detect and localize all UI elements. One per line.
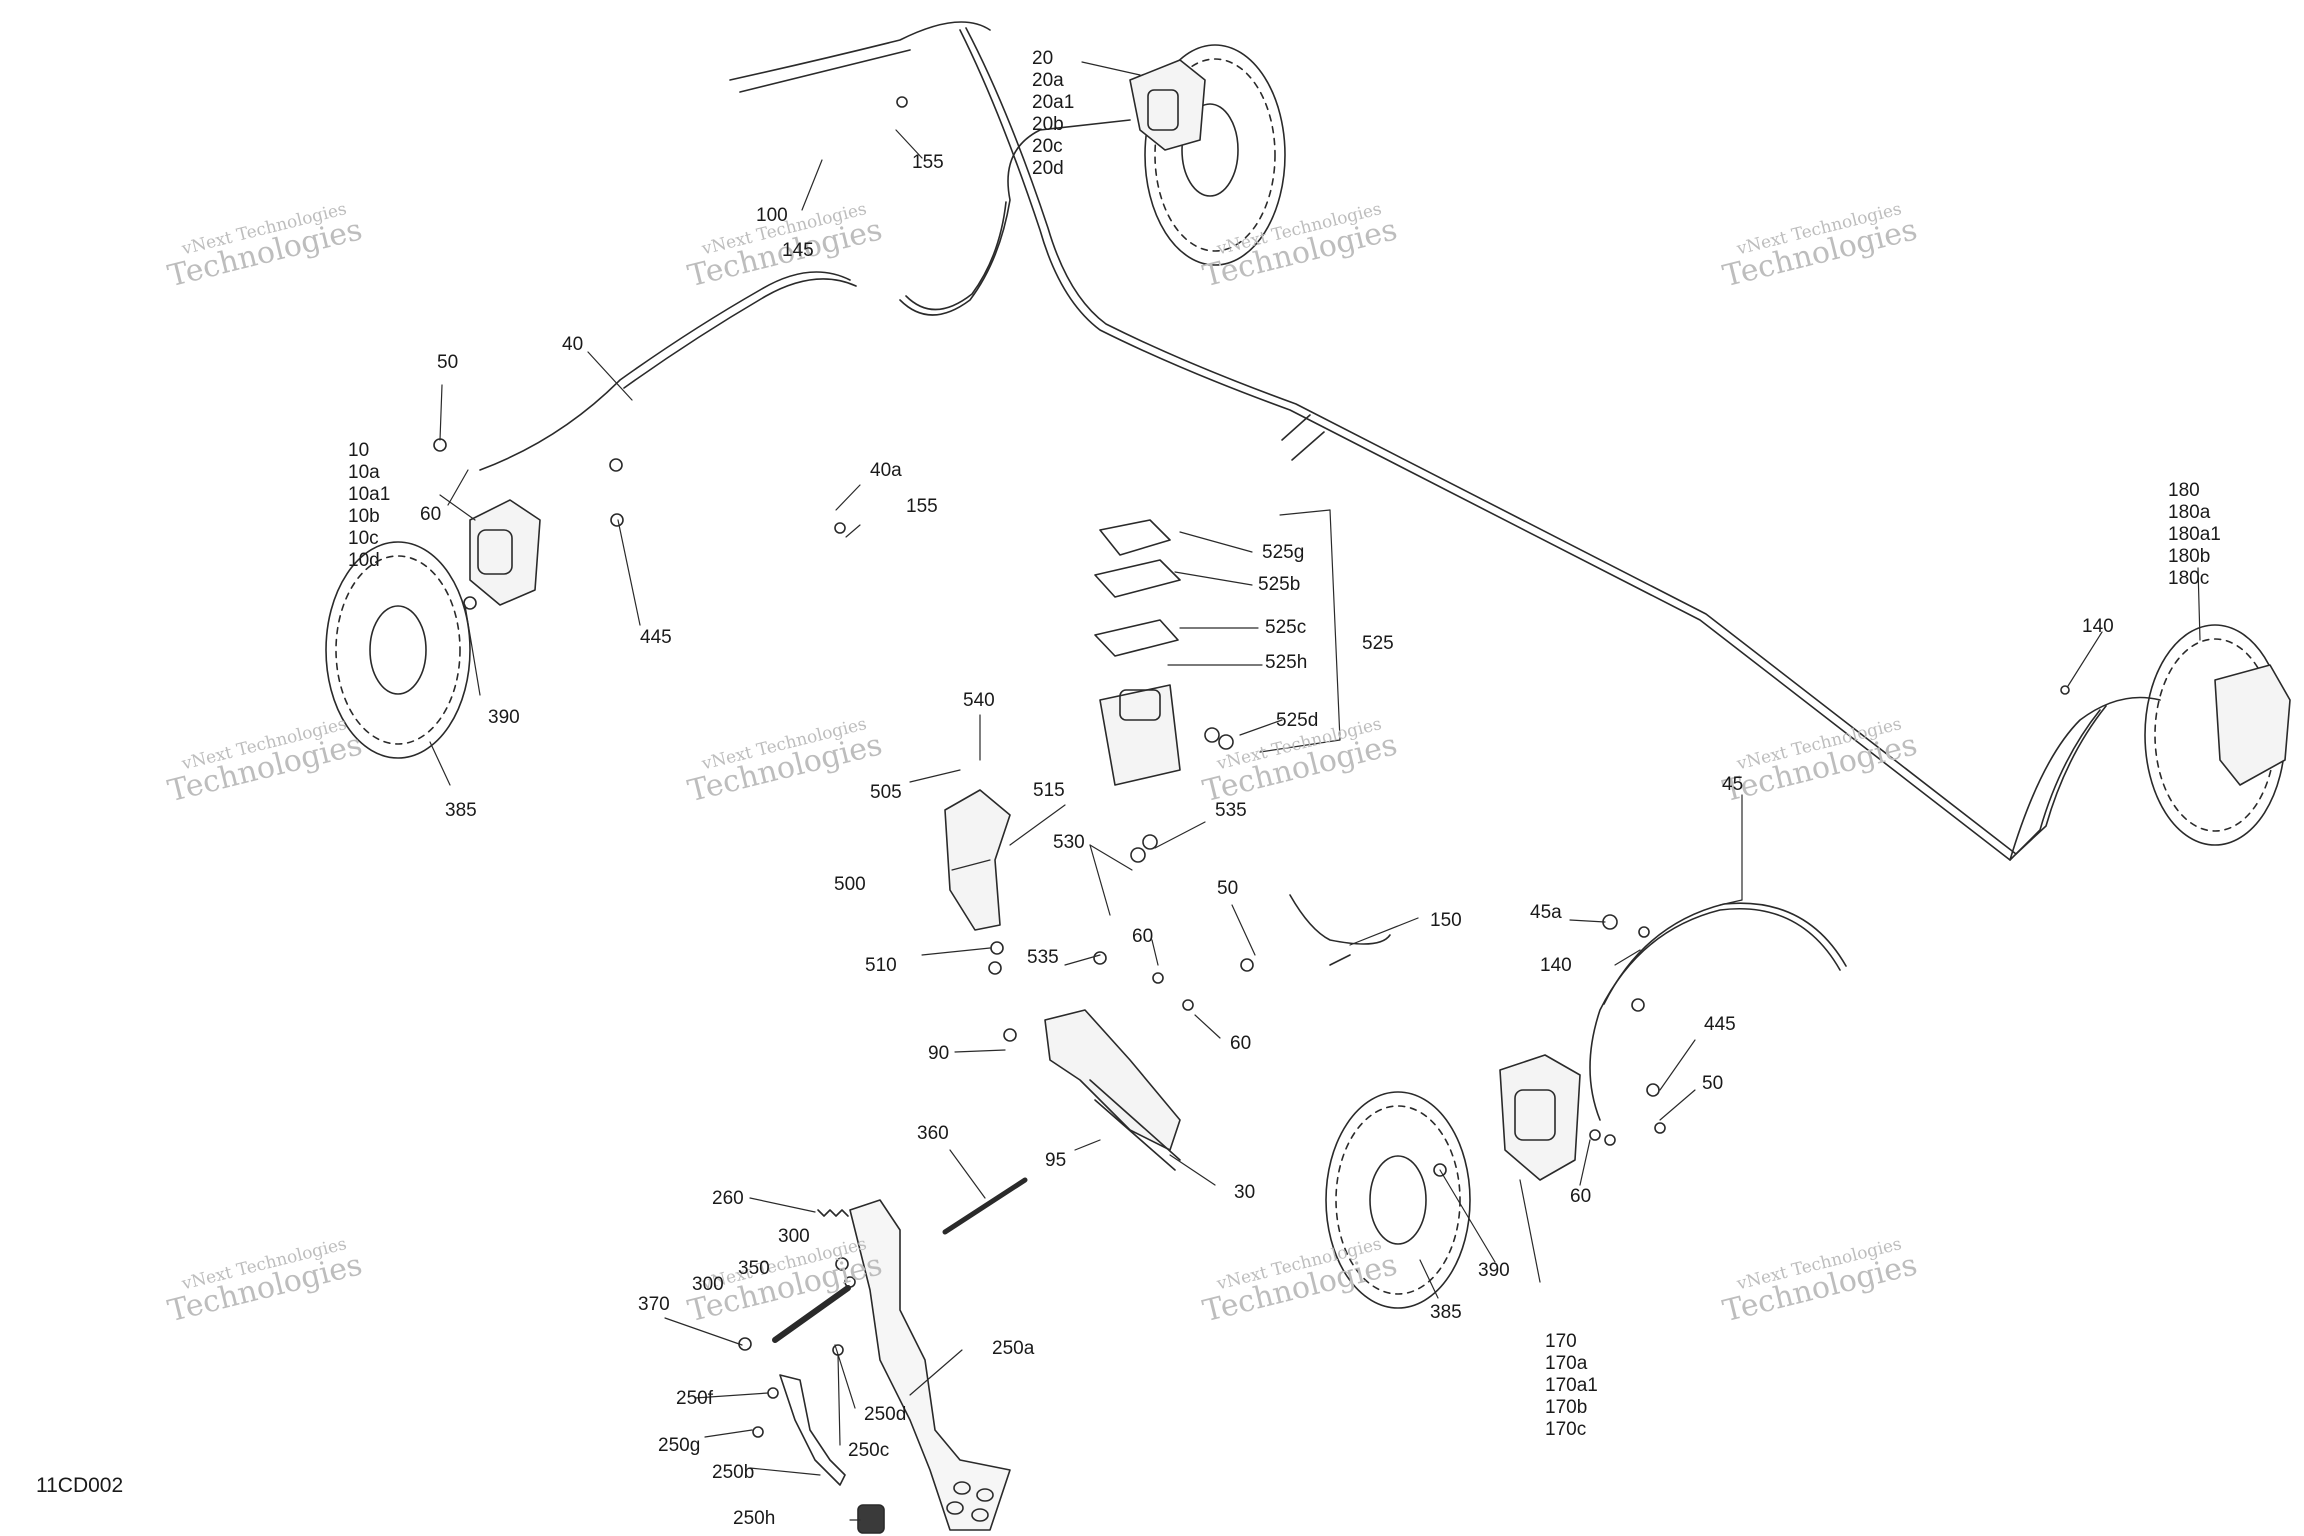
part-label: 40 (562, 334, 584, 355)
rear-right-hose (2009, 696, 2161, 861)
leader-lines (429, 61, 2201, 1521)
part-label: 90 (928, 1043, 950, 1064)
front-left-caliper (469, 499, 541, 606)
part-label: 50 (437, 352, 459, 373)
part-label: 30 (1234, 1182, 1256, 1203)
part-label: 60 (1230, 1033, 1252, 1054)
front-left-rotor (325, 541, 471, 759)
part-label: 535 (1027, 947, 1059, 968)
part-label: 445 (640, 627, 672, 648)
part-label: 95 (1045, 1150, 1067, 1171)
part-label: 45a (1530, 902, 1562, 923)
part-label: 390 (1478, 1260, 1510, 1281)
part-label: 60 (1570, 1186, 1592, 1207)
part-label: 250a (992, 1338, 1035, 1359)
part-label: 515 (1033, 780, 1065, 801)
part-label: 155 (906, 496, 938, 517)
rear-right-caliper (2214, 664, 2291, 786)
part-label: 250f (676, 1388, 713, 1409)
brake-pedal (849, 1199, 1011, 1531)
part-label: 525 (1362, 633, 1394, 654)
pedal-arm (779, 1374, 846, 1486)
part-label: 155 (912, 152, 944, 173)
part-label: 100 (756, 205, 788, 226)
front-brake-lines (479, 21, 1131, 471)
part-label: 140 (1540, 955, 1572, 976)
fasteners (433, 96, 2070, 1438)
front-right-rotor (1144, 44, 1286, 266)
brake-reservoir (1094, 519, 1181, 786)
part-label: 525c (1265, 617, 1307, 638)
part-label: 300 (778, 1226, 810, 1247)
part-label: 360 (917, 1123, 949, 1144)
part-label: 145 (782, 240, 814, 261)
part-label: 250g (658, 1435, 701, 1456)
part-label: 505 (870, 782, 902, 803)
rear-left-hose (1589, 908, 1841, 1121)
part-label: 60 (420, 504, 442, 525)
part-label: 535 (1215, 800, 1247, 821)
master-cylinder (1044, 1009, 1181, 1171)
part-label: 260 (712, 1188, 744, 1209)
part-label: 150 (1430, 910, 1462, 931)
bushing (772, 1285, 851, 1343)
part-label: 250c (848, 1440, 890, 1461)
pivot-shaft (942, 1177, 1028, 1235)
part-label: 50 (1702, 1073, 1724, 1094)
part-label: 45 (1722, 774, 1744, 795)
return-spring (817, 1209, 849, 1217)
part-label: 40a (870, 460, 902, 481)
line-break-marks (1281, 414, 1325, 461)
part-label: 390 (488, 707, 520, 728)
main-brake-line (959, 27, 2107, 861)
part-label: 525b (1258, 574, 1301, 595)
part-label: 500 (834, 874, 866, 895)
part-label: 525h (1265, 652, 1308, 673)
part-label: 385 (445, 800, 477, 821)
part-label: 525d (1276, 710, 1319, 731)
pedal-bracket (944, 789, 1011, 931)
part-label: 50 (1217, 878, 1239, 899)
front-right-caliper (1129, 59, 1206, 151)
part-label: 250b (712, 1462, 755, 1483)
part-label: 300 (692, 1274, 724, 1295)
part-label: 445 (1704, 1014, 1736, 1035)
diagram-code: 11CD002 (36, 1474, 124, 1497)
pedal-pad-250h (857, 1504, 885, 1534)
part-label: 540 (963, 690, 995, 711)
rear-left-rotor (1325, 1091, 1471, 1309)
part-label: 385 (1430, 1302, 1462, 1323)
part-label: 250h (733, 1508, 776, 1529)
part-label: 525g (1262, 542, 1305, 563)
part-label: 510 (865, 955, 897, 976)
part-label: 140 (2082, 616, 2114, 637)
part-label: 250d (864, 1404, 907, 1425)
part-label: 370 (638, 1294, 670, 1315)
part-label: 60 (1132, 926, 1154, 947)
part-label: 350 (738, 1258, 770, 1279)
part-label: 530 (1053, 832, 1085, 853)
rear-left-caliper (1499, 1054, 1581, 1181)
brake-light-switch (1289, 894, 1391, 966)
